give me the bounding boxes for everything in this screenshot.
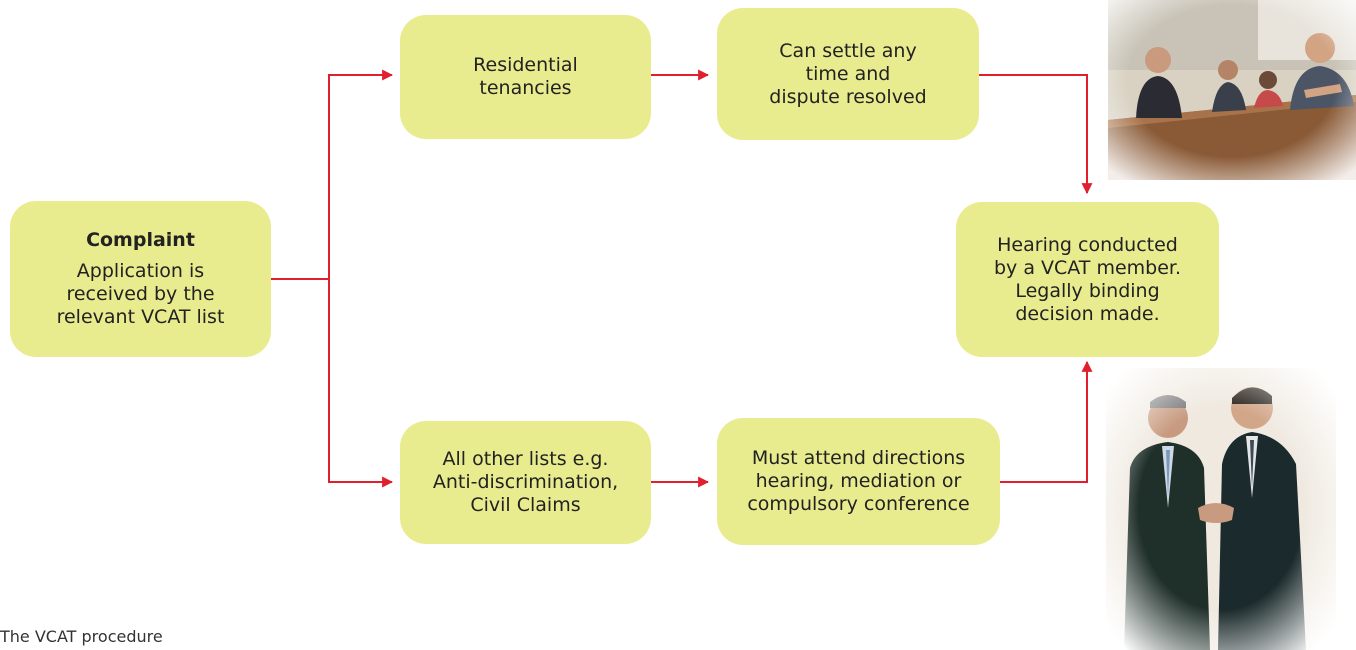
- settle-line-2: time and: [805, 62, 891, 85]
- settle-line-1: Can settle any: [779, 39, 917, 62]
- hearing-box: Hearing conducted by a VCAT member. Lega…: [956, 202, 1219, 357]
- hearing-line-3: Legally binding: [1015, 279, 1160, 302]
- figure-caption: The VCAT procedure: [0, 627, 163, 646]
- directions-line-1: Must attend directions: [751, 447, 966, 469]
- handshake-photo: [1106, 368, 1336, 650]
- arrow-settle-to-hearing: [979, 74, 1093, 195]
- other-lists-box: All other lists e.g. Anti-discrimination…: [400, 421, 651, 544]
- directions-line-3: compulsory conference: [747, 493, 970, 515]
- residential-tenancies-box: Residential tenancies: [400, 15, 651, 139]
- arrow-directions-to-hearing: [1000, 360, 1093, 483]
- arrow-to-residential: [328, 69, 394, 279]
- settle-box: Can settle any time and dispute resolved: [717, 8, 979, 140]
- complaint-line-2: received by the: [66, 283, 215, 305]
- residential-line-2: tenancies: [479, 77, 572, 99]
- meeting-photo: [1108, 0, 1356, 180]
- hearing-line-4: decision made.: [1015, 302, 1160, 325]
- hearing-line-2: by a VCAT member.: [993, 256, 1182, 279]
- directions-line-2: hearing, mediation or: [755, 470, 962, 492]
- complaint-line-1: Application is: [76, 260, 205, 282]
- complaint-line-3: relevant VCAT list: [56, 306, 225, 328]
- settle-line-3: dispute resolved: [769, 85, 927, 108]
- other-lists-line-1: All other lists e.g.: [442, 448, 609, 470]
- other-lists-line-2: Anti-discrimination,: [432, 471, 619, 493]
- complaint-heading: Complaint: [86, 229, 195, 251]
- hearing-line-1: Hearing conducted: [997, 233, 1178, 256]
- other-lists-line-3: Civil Claims: [470, 494, 581, 516]
- residential-line-1: Residential: [473, 54, 578, 76]
- arrow-to-other-lists: [328, 279, 394, 488]
- directions-box: Must attend directions hearing, mediatio…: [717, 418, 1000, 545]
- complaint-box: Complaint Application is received by the…: [10, 201, 271, 357]
